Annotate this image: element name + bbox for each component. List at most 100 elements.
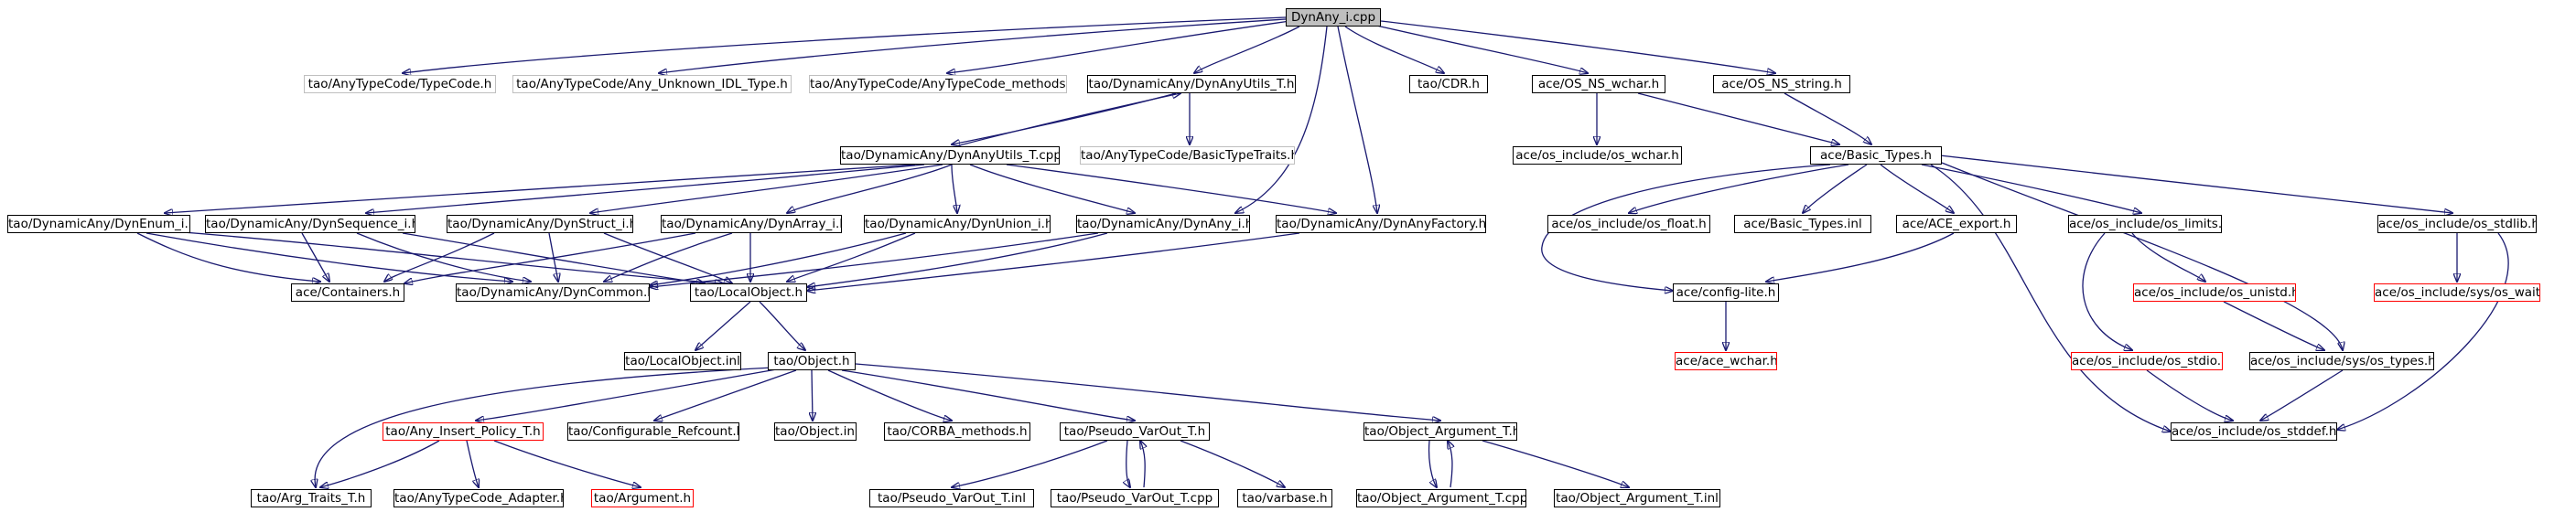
edge-os-stdlib-to-os-stddef bbox=[2337, 232, 2509, 430]
edge-os-ns-wchar-to-basic-types bbox=[1637, 92, 1839, 144]
node-object-h[interactable]: tao/Object.h bbox=[768, 352, 856, 370]
edge-root-to-dynanyutils-t-h bbox=[1194, 26, 1300, 73]
node-basictypetraits-h[interactable]: tao/AnyTypeCode/BasicTypeTraits.h bbox=[1080, 146, 1295, 165]
edge-utils-cpp-to-dynarray bbox=[787, 164, 953, 213]
edge-utils-h-to-utils-cpp bbox=[952, 92, 1177, 144]
node-dynany-i-cpp[interactable]: DynAny_i.cpp bbox=[1286, 8, 1381, 27]
node-anytypecode-methods-h[interactable]: tao/AnyTypeCode/AnyTypeCode_methods.h bbox=[809, 75, 1067, 93]
node-configurable-refcount-h[interactable]: tao/Configurable_Refcount.h bbox=[567, 422, 739, 441]
node-dyncommon-h[interactable]: tao/DynamicAny/DynCommon.h bbox=[456, 283, 650, 302]
edge-utils-cpp-to-dynany-i bbox=[969, 164, 1135, 213]
edge-utils-cpp-to-dynstruct bbox=[590, 164, 943, 213]
edge-root-to-dynany-i-h bbox=[1235, 26, 1328, 213]
node-os-stddef-h[interactable]: ace/os_include/os_stddef.h bbox=[2171, 422, 2337, 441]
edge-any-insert-policy-to-argument bbox=[493, 440, 641, 487]
node-dynstruct-i-h[interactable]: tao/DynamicAny/DynStruct_i.h bbox=[447, 215, 633, 233]
node-cdr-h[interactable]: tao/CDR.h bbox=[1409, 75, 1488, 93]
node-pseudo-varout-t-inl[interactable]: tao/Pseudo_VarOut_T.inl bbox=[869, 489, 1034, 507]
edge-object-argument-cpp-to-h bbox=[1448, 441, 1452, 488]
node-config-lite-h[interactable]: ace/config-lite.h bbox=[1673, 283, 1779, 302]
node-basic-types-inl[interactable]: ace/Basic_Types.inl bbox=[1734, 215, 1871, 233]
edge-object-argument-to-inl bbox=[1482, 440, 1629, 487]
node-typecode-h[interactable]: tao/AnyTypeCode/TypeCode.h bbox=[304, 75, 496, 93]
node-os-limits-h[interactable]: ace/os_include/os_limits.h bbox=[2068, 215, 2222, 233]
edge-object-argument-to-cpp bbox=[1428, 440, 1437, 487]
node-object-argument-t-inl[interactable]: tao/Object_Argument_T.inl bbox=[1554, 489, 1720, 507]
edge-localobject-to-localobject-inl bbox=[695, 301, 751, 350]
node-os-wait-h[interactable]: ace/os_include/sys/os_wait.h bbox=[2374, 283, 2540, 302]
edge-pseudo-varout-to-varbase bbox=[1180, 440, 1285, 487]
edge-root-to-os-ns-string bbox=[1380, 20, 1775, 73]
edge-dynenum-to-localobject bbox=[182, 231, 723, 283]
edge-basic-types-to-os-types bbox=[1941, 162, 2343, 350]
node-containers-h[interactable]: ace/Containers.h bbox=[291, 283, 404, 302]
node-pseudo-varout-t-cpp[interactable]: tao/Pseudo_VarOut_T.cpp bbox=[1051, 489, 1219, 507]
edge-object-h-to-pseudo-varout bbox=[841, 369, 1135, 421]
edge-root-to-anytypecode-methods bbox=[947, 20, 1291, 73]
node-dynanyutils-t-cpp[interactable]: tao/DynamicAny/DynAnyUtils_T.cpp bbox=[840, 146, 1060, 165]
edge-any-insert-policy-to-anytypecode-adapter bbox=[466, 440, 479, 487]
node-varbase-h[interactable]: tao/varbase.h bbox=[1237, 489, 1332, 507]
node-localobject-h[interactable]: tao/LocalObject.h bbox=[690, 283, 807, 302]
node-os-unistd-h[interactable]: ace/os_include/os_unistd.h bbox=[2133, 283, 2296, 302]
node-basic-types-h[interactable]: ace/Basic_Types.h bbox=[1810, 146, 1942, 165]
node-dynanyfactory-h[interactable]: tao/DynamicAny/DynAnyFactory.h bbox=[1276, 215, 1486, 233]
edge-os-stdio-to-os-stddef bbox=[2146, 369, 2233, 421]
node-localobject-inl[interactable]: tao/LocalObject.inl bbox=[624, 352, 741, 370]
edge-pseudo-varout-to-cpp bbox=[1126, 440, 1130, 487]
edge-pseudo-varout-cpp-to-h bbox=[1140, 441, 1145, 488]
edge-localobject-to-object-h bbox=[759, 301, 805, 350]
node-arg-traits-t-h[interactable]: tao/Arg_Traits_T.h bbox=[251, 489, 372, 507]
node-dynsequence-i-h[interactable]: tao/DynamicAny/DynSequence_i.h bbox=[205, 215, 415, 233]
node-dynarray-i-h[interactable]: tao/DynamicAny/DynArray_i.h bbox=[661, 215, 842, 233]
node-os-types-h[interactable]: ace/os_include/sys/os_types.h bbox=[2249, 352, 2434, 370]
node-corba-methods-h[interactable]: tao/CORBA_methods.h bbox=[884, 422, 1030, 441]
edge-any-insert-policy-to-arg-traits bbox=[320, 440, 440, 487]
node-argument-h[interactable]: tao/Argument.h bbox=[591, 489, 694, 507]
edge-utils-cpp-to-dynsequence bbox=[366, 164, 925, 213]
node-os-stdlib-h[interactable]: ace/os_include/os_stdlib.h bbox=[2377, 215, 2537, 233]
node-ace-wchar-h[interactable]: ace/ace_wchar.h bbox=[1675, 352, 1777, 370]
edge-object-h-to-configurable-refcount bbox=[654, 369, 797, 421]
edge-dynstruct-to-localobject bbox=[603, 232, 732, 283]
node-object-argument-t-h[interactable]: tao/Object_Argument_T.h bbox=[1363, 422, 1517, 441]
node-pseudo-varout-t-h[interactable]: tao/Pseudo_VarOut_T.h bbox=[1060, 422, 1210, 441]
node-dynenum-i-h[interactable]: tao/DynamicAny/DynEnum_i.h bbox=[7, 215, 190, 233]
node-any-unknown-idl-type-h[interactable]: tao/AnyTypeCode/Any_Unknown_IDL_Type.h bbox=[512, 75, 792, 93]
edge-dynunion-to-dyncommon bbox=[650, 232, 907, 285]
edge-utils-cpp-to-dynenum bbox=[165, 164, 916, 213]
edge-basic-types-to-ace-export bbox=[1880, 164, 1954, 213]
edge-dynarray-to-containers bbox=[404, 232, 696, 283]
edge-root-to-cdr bbox=[1344, 26, 1444, 73]
node-os-stdio-h[interactable]: ace/os_include/os_stdio.h bbox=[2071, 352, 2223, 370]
edge-dynsequence-to-localobject bbox=[402, 232, 705, 283]
node-ace-export-h[interactable]: ace/ACE_export.h bbox=[1896, 215, 2017, 233]
edge-os-types-to-os-stddef bbox=[2260, 369, 2344, 421]
node-object-inl[interactable]: tao/Object.inl bbox=[774, 422, 857, 441]
node-os-float-h[interactable]: ace/os_include/os_float.h bbox=[1547, 215, 1710, 233]
node-os-ns-wchar-h[interactable]: ace/OS_NS_wchar.h bbox=[1532, 75, 1665, 93]
edge-root-to-typecode bbox=[403, 16, 1287, 73]
node-os-ns-string-h[interactable]: ace/OS_NS_string.h bbox=[1713, 75, 1850, 93]
edge-utils-cpp-to-utils-h bbox=[955, 93, 1180, 147]
edge-dynenum-to-containers bbox=[136, 232, 320, 282]
edge-basic-types-to-os-stdlib bbox=[1939, 155, 2452, 213]
node-dynany-i-h[interactable]: tao/DynamicAny/DynAny_i.h bbox=[1076, 215, 1250, 233]
node-dynunion-i-h[interactable]: tao/DynamicAny/DynUnion_i.h bbox=[864, 215, 1051, 233]
node-any-insert-policy-t-h[interactable]: tao/Any_Insert_Policy_T.h bbox=[383, 422, 544, 441]
edge-dynany-i-to-localobject bbox=[807, 232, 1108, 287]
edge-object-h-to-object-inl bbox=[812, 369, 813, 421]
edge-os-limits-to-os-stdio bbox=[2082, 232, 2132, 350]
edge-dynstruct-to-containers bbox=[384, 232, 495, 282]
edge-dynanyfactory-to-localobject bbox=[807, 232, 1300, 291]
node-object-argument-t-cpp[interactable]: tao/Object_Argument_T.cpp bbox=[1356, 489, 1526, 507]
edge-root-to-any-unknown bbox=[659, 18, 1287, 73]
edge-ace-export-to-config-lite bbox=[1766, 232, 1955, 282]
edge-root-to-dynanyfactory bbox=[1337, 26, 1377, 213]
node-os-wchar-h[interactable]: ace/os_include/os_wchar.h bbox=[1513, 146, 1682, 165]
edge-dynunion-to-localobject bbox=[787, 232, 916, 282]
edge-dynany-i-to-dyncommon bbox=[650, 232, 1099, 287]
node-anytypecode-adapter-h[interactable]: tao/AnyTypeCode_Adapter.h bbox=[393, 489, 564, 507]
node-dynanyutils-t-h[interactable]: tao/DynamicAny/DynAnyUtils_T.h bbox=[1087, 75, 1296, 93]
